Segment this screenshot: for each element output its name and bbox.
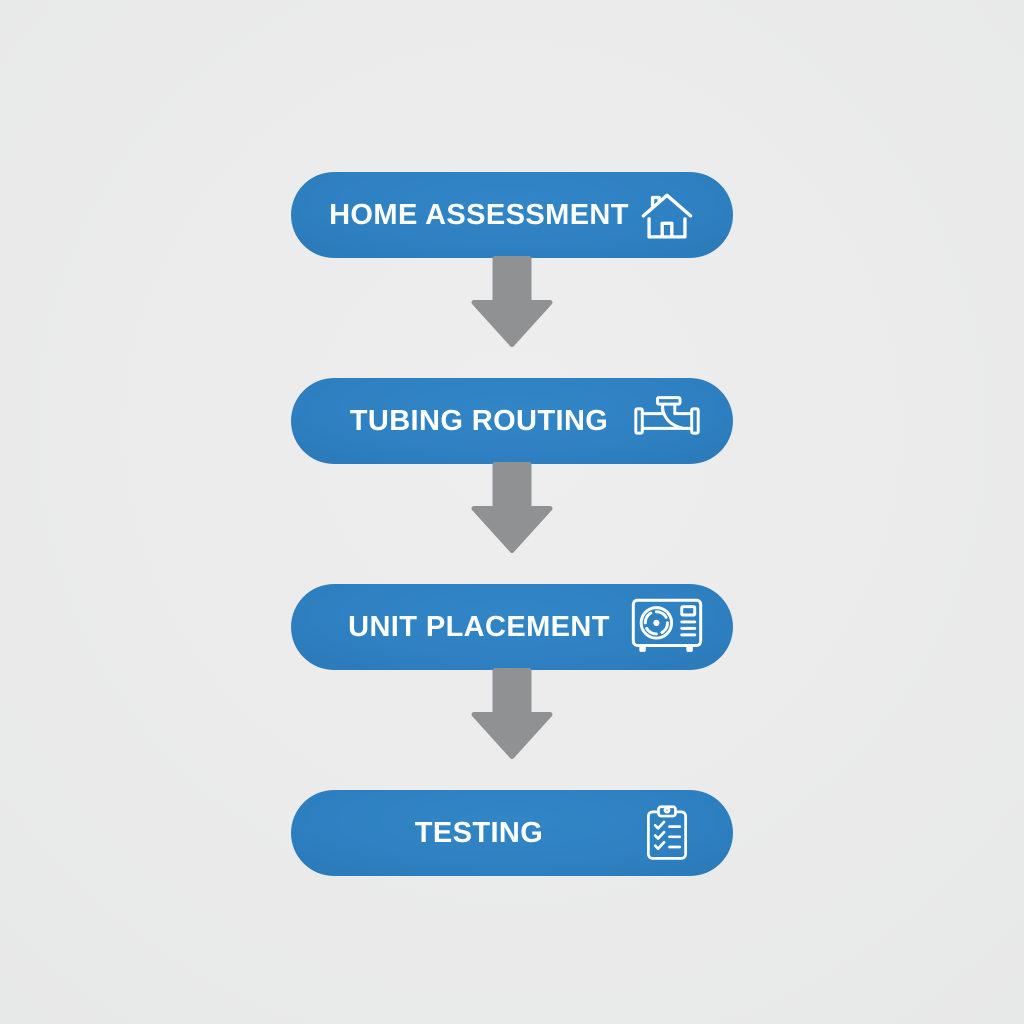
step-tubing-routing: TUBING ROUTING: [291, 378, 733, 464]
house-icon: [629, 187, 705, 243]
down-arrow-icon: [471, 668, 553, 759]
step-testing: TESTING: [291, 790, 733, 876]
down-arrow-icon: [471, 462, 553, 553]
step-unit-placement: UNIT PLACEMENT: [291, 584, 733, 670]
step-label: HOME ASSESSMENT: [329, 198, 629, 231]
ac-unit-icon: [629, 597, 705, 657]
step-home-assessment: HOME ASSESSMENT: [291, 172, 733, 258]
step-label: UNIT PLACEMENT: [348, 610, 610, 643]
clipboard-checklist-icon: [629, 804, 705, 862]
process-flow: HOME ASSESSMENT TUBING ROUTING: [291, 0, 733, 1024]
step-label: TUBING ROUTING: [349, 404, 609, 437]
step-label: TESTING: [414, 816, 544, 849]
down-arrow-icon: [471, 256, 553, 347]
pipe-fitting-icon: [629, 395, 705, 447]
